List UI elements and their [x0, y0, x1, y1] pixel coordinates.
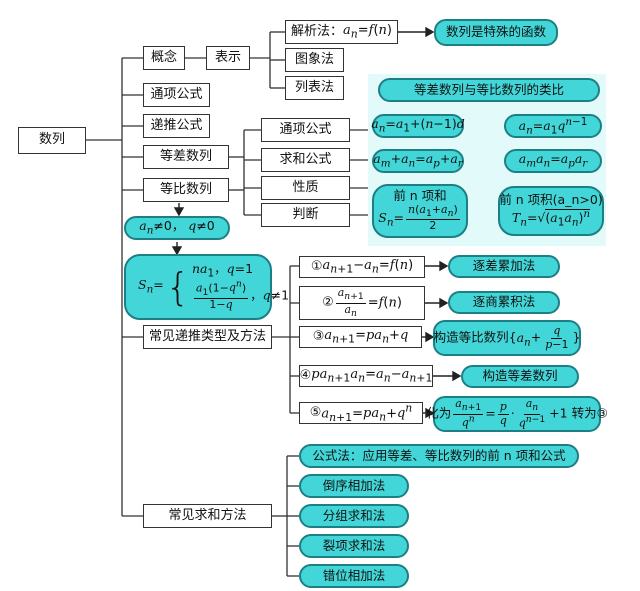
recurrence-2-num: ②	[322, 294, 334, 310]
node-arithmetic-sequence[interactable]: 等差数列	[143, 145, 229, 169]
summation-reverse-order[interactable]: 倒序相加法	[299, 474, 409, 498]
recurrence-4-formula: pan+1an=an−an+1	[311, 366, 433, 385]
geom-prod-title: 前 n 项积(a_n>0)	[499, 192, 603, 208]
node-analytic-method[interactable]: 解析法： an=f(n)	[285, 20, 398, 44]
prop-properties[interactable]: 性质	[261, 176, 350, 200]
prop-judgment[interactable]: 判断	[261, 203, 350, 227]
geom-product[interactable]: 前 n 项积(a_n>0) Tn=√(a1an)n	[498, 186, 604, 236]
recurrence-5-formula: an+1=pan+qn	[321, 401, 413, 424]
geometric-conditions-text: an≠0， q≠0	[139, 218, 215, 237]
arith-sum-formula: Sn=n(a1+an)2	[378, 202, 460, 233]
recurrence-method-1[interactable]: 逐差累加法	[448, 255, 560, 278]
root-node-sequence[interactable]: 数列	[18, 127, 86, 154]
arith-sum-title: 前 n 项和	[393, 188, 447, 204]
geometric-sum-cases: na1，q=1 a1(1−qn)1−q，q≠1	[191, 261, 290, 312]
recurrence-4-num: ④	[299, 367, 312, 383]
geometric-sum-formula[interactable]: Sn= { na1，q=1 a1(1−qn)1−q，q≠1	[124, 254, 289, 320]
analytic-method-label: 解析法：	[290, 23, 343, 39]
node-geometric-sequence[interactable]: 等比数列	[143, 178, 229, 202]
geom-property[interactable]: aman=apar	[504, 149, 602, 173]
node-table-method[interactable]: 列表法	[285, 76, 344, 100]
recurrence-type-4[interactable]: ④ pan+1an=an−an+1	[299, 365, 433, 387]
recurrence-3-formula: an+1=pan+q	[324, 327, 409, 346]
geometric-conditions[interactable]: an≠0， q≠0	[124, 216, 230, 240]
geometric-sum-lhs: Sn=	[138, 277, 164, 296]
analytic-formula: an=f(n)	[343, 22, 392, 41]
arith-sum[interactable]: 前 n 项和 Sn=n(a1+an)2	[372, 184, 468, 238]
recurrence-5-num: ⑤	[309, 404, 322, 420]
analogy-title[interactable]: 等差数列与等比数列的类比	[378, 78, 600, 102]
geom-general-term[interactable]: an=a1qn−1	[504, 114, 602, 138]
recurrence-3-num: ③	[312, 328, 325, 344]
geometric-sum-brace: {	[165, 265, 190, 309]
node-recurrence-types[interactable]: 常见递推类型及方法	[143, 325, 272, 349]
node-recurrence[interactable]: 递推公式	[143, 114, 210, 138]
geometric-sum-case1: na1，q=1	[191, 261, 254, 280]
arith-property[interactable]: am+an=ap+ar	[372, 149, 464, 173]
node-summation-methods[interactable]: 常见求和方法	[143, 504, 272, 528]
summation-misaligned[interactable]: 错位相加法	[299, 564, 409, 588]
recurrence-type-1[interactable]: ① an+1−an=f(n)	[299, 256, 425, 278]
recurrence-1-num: ①	[310, 258, 323, 274]
recurrence-method-4[interactable]: 构造等差数列	[461, 365, 579, 388]
recurrence-type-3[interactable]: ③ an+1=pan+q	[299, 326, 422, 348]
node-representation[interactable]: 表示	[206, 46, 250, 70]
geometric-sum-case2: a1(1−qn)1−q，q≠1	[193, 278, 290, 312]
summation-grouping[interactable]: 分组求和法	[299, 504, 409, 528]
geom-general-formula: an=a1qn−1	[518, 115, 588, 137]
prop-general-term[interactable]: 通项公式	[261, 118, 350, 142]
arith-property-formula: am+an=ap+ar	[373, 151, 463, 170]
geom-prod-formula: Tn=√(a1an)n	[511, 207, 591, 229]
node-concept[interactable]: 概念	[143, 46, 185, 70]
special-function-note[interactable]: 数列是特殊的函数	[434, 19, 558, 46]
recurrence-method-2[interactable]: 逐商累积法	[448, 291, 560, 314]
arith-general-formula: an=a1+(n−1)d	[371, 116, 465, 135]
node-graph-method[interactable]: 图象法	[285, 48, 344, 72]
recurrence-1-formula: an+1−an=f(n)	[322, 257, 414, 276]
geom-property-formula: aman=apar	[518, 151, 588, 170]
summation-formula-method[interactable]: 公式法：应用等差、等比数列的前 n 项和公式	[299, 444, 579, 468]
prop-sum-formula[interactable]: 求和公式	[261, 148, 350, 172]
summation-telescoping[interactable]: 裂项求和法	[299, 534, 409, 558]
recurrence-type-5[interactable]: ⑤ an+1=pan+qn	[299, 402, 423, 424]
arith-general-term[interactable]: an=a1+(n−1)d	[371, 114, 465, 138]
node-general-term[interactable]: 通项公式	[143, 83, 210, 107]
